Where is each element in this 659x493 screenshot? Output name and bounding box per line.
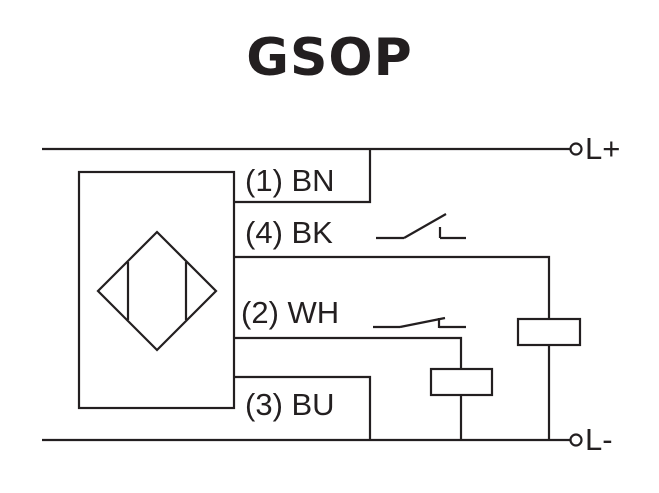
positive-terminal-label: L+ [585,131,620,166]
wh-wire [234,336,463,369]
bk-label: (4) BK [245,215,333,250]
bk-load [516,317,582,347]
bk-switch-icon [376,213,466,240]
negative-terminal [569,433,583,447]
bu-wire [234,375,372,440]
wh-switch-icon [373,316,466,329]
inductive-sensor-icon [96,230,218,352]
wh-load [429,367,494,397]
positive-terminal [569,142,583,156]
diagram-title: GSOP [246,28,413,88]
bn-label: (1) BN [245,163,335,198]
bu-label: (3) BU [245,387,335,422]
negative-terminal-label: L- [585,422,613,457]
sensor-body [77,170,236,410]
bk-wire [234,255,551,319]
wh-label: (2) WH [241,295,339,330]
bn-wire [234,149,372,204]
